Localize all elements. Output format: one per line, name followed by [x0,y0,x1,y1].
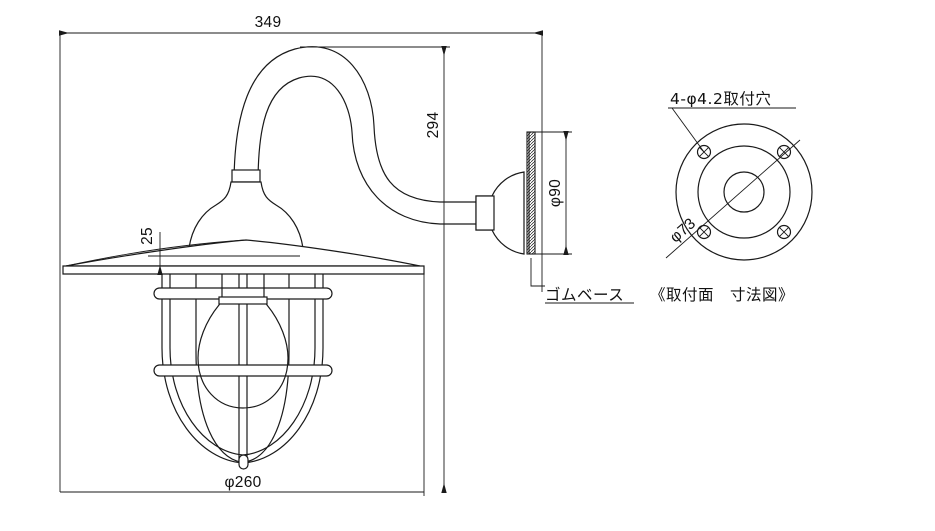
mounting-center-boss [723,171,765,213]
hole-circle-tr [776,144,792,160]
housing-body [188,181,304,249]
bracket-dome [475,171,525,255]
dimension-shade-diameter: φ260 [60,274,425,496]
gooseneck-arm [233,46,476,225]
dim-label-349: 349 [255,14,282,31]
dim-line-73 [665,139,801,259]
mounting-holes-label: 4-φ4.2取付穴 [670,90,771,108]
bracket-stem [475,195,495,231]
dimension-shade-offset: 25 [139,227,300,275]
mounting-outer-circle [675,123,813,261]
mounting-hole-top-right [776,144,792,160]
dim-label-73: φ73 [667,215,699,246]
hole-circle-tl [696,144,712,160]
hole-x-bl [699,227,709,237]
rubber-base-plate [526,131,536,255]
cage-bar-8 [242,274,324,464]
wall-bracket [475,171,525,255]
cage-bar-3 [195,274,242,463]
cage-ring-lower [153,364,333,377]
cage-finial [238,454,249,470]
bulb-glass [197,274,289,409]
mounting-hole-bottom-left [696,224,712,240]
cage-bar-7 [242,274,316,456]
mounting-face-view: φ73 4-φ4.2取付穴 [665,90,813,261]
hole-circle-bl [696,224,712,240]
light-bulb [197,274,289,409]
arm-outer-curve [233,46,476,203]
mounting-bolt-circle [697,145,791,239]
arm-inner-curve [257,75,476,225]
hole-circle-br [776,224,792,240]
shade-cone [65,239,421,267]
title-block-label: 《取付面 寸法図》 [650,286,794,304]
shade-profile-left [65,239,247,267]
rubber-base-callout: ゴムベース [530,258,634,304]
dim-label-260: φ260 [224,474,261,491]
dim-label-90: φ90 [547,179,564,207]
dimension-overall-width: 349 [59,14,543,36]
dimension-base-diameter: φ90 [533,131,572,255]
rubber-base-leader [530,258,545,287]
mounting-hole-bottom-right [776,224,792,240]
dim-label-294: 294 [425,112,442,139]
mounting-holes-leader [671,107,705,153]
hole-x-tr [779,147,789,157]
dim-label-25: 25 [139,227,156,245]
cage-bar-6 [244,274,290,463]
shade-rim-band [62,265,425,275]
rubber-base-label: ゴムベース [545,285,624,304]
housing-collar [231,169,261,183]
hole-x-br [779,227,789,237]
lamp-housing [188,169,304,249]
bulb-neck-collar [218,296,268,305]
dimension-overall-height: 294 [425,46,447,493]
cage-bar-2 [169,274,244,456]
shade [62,239,425,275]
rubber-base [526,131,536,255]
cage-bar-1 [161,274,244,464]
